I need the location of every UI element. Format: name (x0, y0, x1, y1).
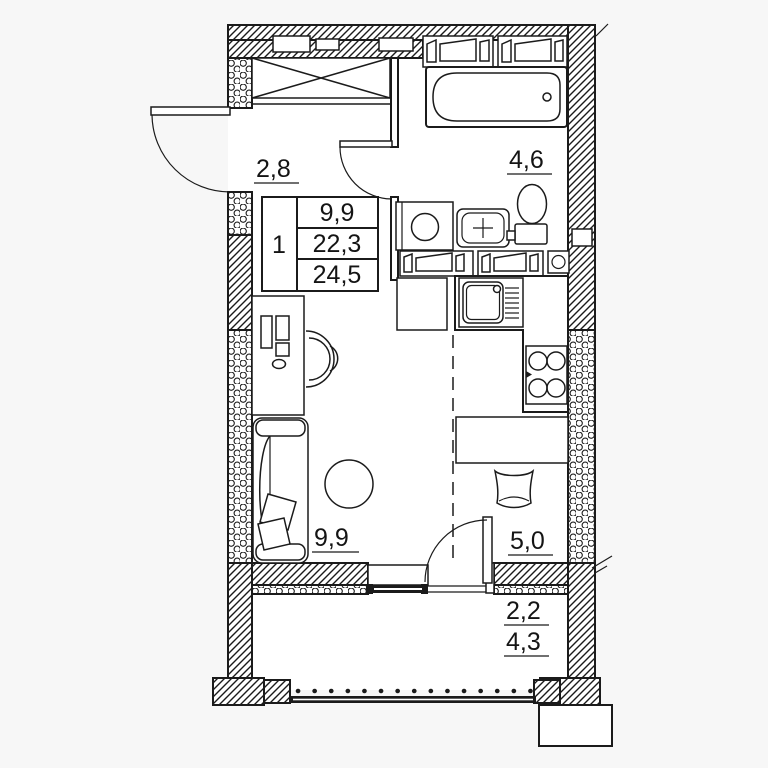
balcony (212, 677, 601, 706)
dining-table (455, 416, 569, 464)
toilet (506, 183, 548, 245)
vent-shaft (547, 250, 570, 274)
stamp-box (538, 704, 613, 747)
sofa (252, 417, 309, 564)
kitchen-sink (458, 277, 524, 328)
hallway-area-label: 2,8 (256, 155, 291, 183)
bathroom-wall-upper (390, 57, 399, 148)
apartment-number: 1 (272, 231, 286, 259)
washbasin (456, 208, 510, 248)
living-area-label: 9,9 (314, 524, 349, 552)
glazing-post (263, 679, 291, 704)
round-table (324, 459, 374, 509)
wardrobe (251, 57, 391, 105)
total-area-value: 24,5 (313, 261, 362, 289)
sofa-pillow (257, 517, 291, 551)
balcony-door-leaf (482, 516, 493, 584)
balcony-reduced-area-label: 2,2 (506, 597, 541, 625)
balcony-window (366, 564, 486, 594)
desk-mouse (271, 358, 287, 370)
bottom-wall-right-insulation (493, 584, 569, 595)
glazing-post (533, 679, 561, 704)
bottom-wall-right (493, 562, 569, 586)
right-wall (567, 329, 596, 564)
apartment-area-value: 22,3 (313, 230, 362, 258)
window-sill (367, 564, 429, 586)
wall-duct (272, 35, 311, 53)
bathtub-drain (542, 92, 552, 102)
entrance-door-swing (151, 114, 231, 193)
break-marks (591, 23, 613, 574)
office-chair (305, 330, 339, 388)
wall-duct (571, 228, 593, 247)
left-wall (227, 234, 253, 331)
left-wall (227, 57, 253, 109)
bathroom-door-leaf (339, 140, 393, 148)
kitchen (396, 275, 569, 562)
right-wall-balcony (567, 562, 596, 683)
left-wall-balcony (227, 562, 253, 691)
desk-pc (275, 315, 290, 341)
balcony-door-swing (424, 519, 488, 583)
balcony-full-area-label: 4,3 (506, 628, 541, 656)
kitchen-counter (454, 275, 569, 413)
kitchen-area-label: 5,0 (510, 527, 545, 555)
desk (251, 295, 305, 416)
toilet-flush (506, 230, 516, 241)
bathtub (425, 66, 568, 128)
entrance-door-leaf (150, 106, 231, 116)
wall-duct (315, 38, 340, 51)
room-labels: 2,8 4,6 9,9 5,0 2,2 4,3 (254, 146, 553, 657)
right-wall (567, 24, 596, 331)
bottom-wall-left-insulation (251, 584, 369, 595)
faucet (492, 284, 502, 294)
bathroom-door (339, 140, 393, 200)
left-wall (227, 329, 253, 564)
left-wall (227, 191, 253, 236)
balcony-door (424, 516, 493, 584)
stove (525, 345, 568, 405)
stool (493, 469, 535, 509)
bathroom-cabinet-strip-top (422, 35, 568, 68)
bottom-wall-left (251, 562, 369, 586)
drainboard (505, 287, 519, 319)
balcony-corner-left (212, 677, 265, 706)
bathroom-cabinet-strip-bottom (399, 250, 544, 277)
bathroom-area-label: 4,6 (509, 146, 544, 174)
wall-duct (378, 37, 414, 52)
desk-monitor (260, 315, 273, 349)
kitchen-cabinet (396, 277, 448, 331)
apartment-info-table: 1 9,9 22,3 24,5 (261, 196, 379, 292)
bathroom-door-swing (339, 146, 393, 200)
entrance-door (150, 106, 252, 193)
washing-machine (395, 201, 454, 251)
living-space-value: 9,9 (320, 199, 355, 227)
